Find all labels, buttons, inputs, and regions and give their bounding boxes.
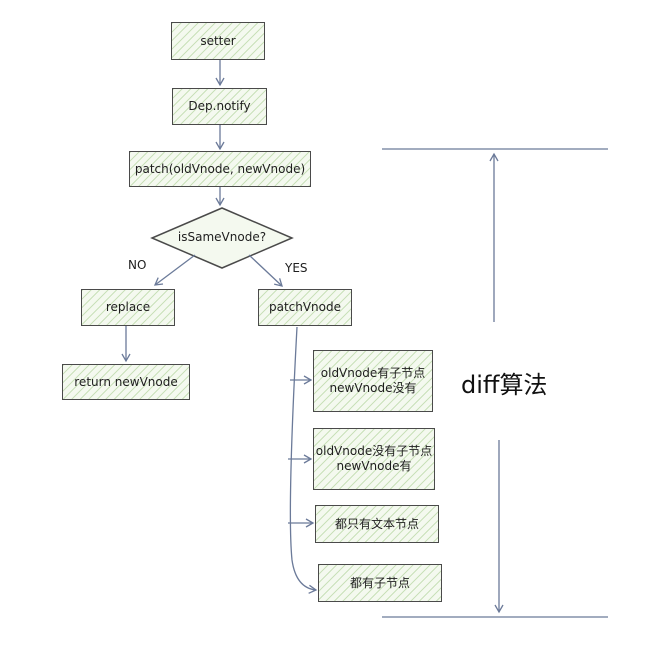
return-newvnode-node: return newVnode (62, 364, 190, 400)
case-both-children-label: 都有子节点 (349, 575, 410, 590)
replace-node: replace (81, 289, 175, 326)
diff-algorithm-label: diff算法 (461, 371, 548, 399)
setter-label: setter (200, 33, 236, 48)
decision-diamond (150, 207, 294, 269)
dep-notify-node: Dep.notify (172, 88, 267, 125)
replace-label: replace (105, 300, 151, 314)
case-old-has-children-node: oldVnode有子节点 newVnode没有 (313, 350, 433, 412)
case-both-text-label: 都只有文本节点 (334, 516, 419, 531)
patch-label: patch(oldVnode, newVnode) (134, 161, 306, 176)
case-both-text-node: 都只有文本节点 (315, 505, 439, 543)
case-new-has-children-line1: oldVnode没有子节点 (315, 444, 433, 458)
patchvnode-trunk (289, 326, 318, 594)
arrow-no-branch (153, 254, 196, 286)
setter-node: setter (171, 22, 265, 60)
case-new-has-children-node: oldVnode没有子节点 newVnode有 (313, 428, 435, 490)
patchvnode-node: patchVnode (258, 289, 352, 326)
arrow-yes-branch (248, 254, 283, 287)
dep-notify-label: Dep.notify (188, 99, 251, 113)
patch-node: patch(oldVnode, newVnode) (129, 151, 311, 187)
case-both-children-node: 都有子节点 (318, 564, 442, 602)
decision-label: isSameVnode? (177, 230, 267, 244)
case-old-has-children-line2: newVnode没有 (329, 381, 417, 395)
edge-label-yes: YES (285, 261, 308, 275)
patchvnode-label: patchVnode (268, 300, 342, 314)
edge-label-no: NO (128, 258, 147, 272)
case-new-has-children-line2: newVnode有 (336, 459, 412, 473)
case-old-has-children-line1: oldVnode有子节点 (320, 366, 426, 380)
return-newvnode-label: return newVnode (74, 374, 178, 389)
